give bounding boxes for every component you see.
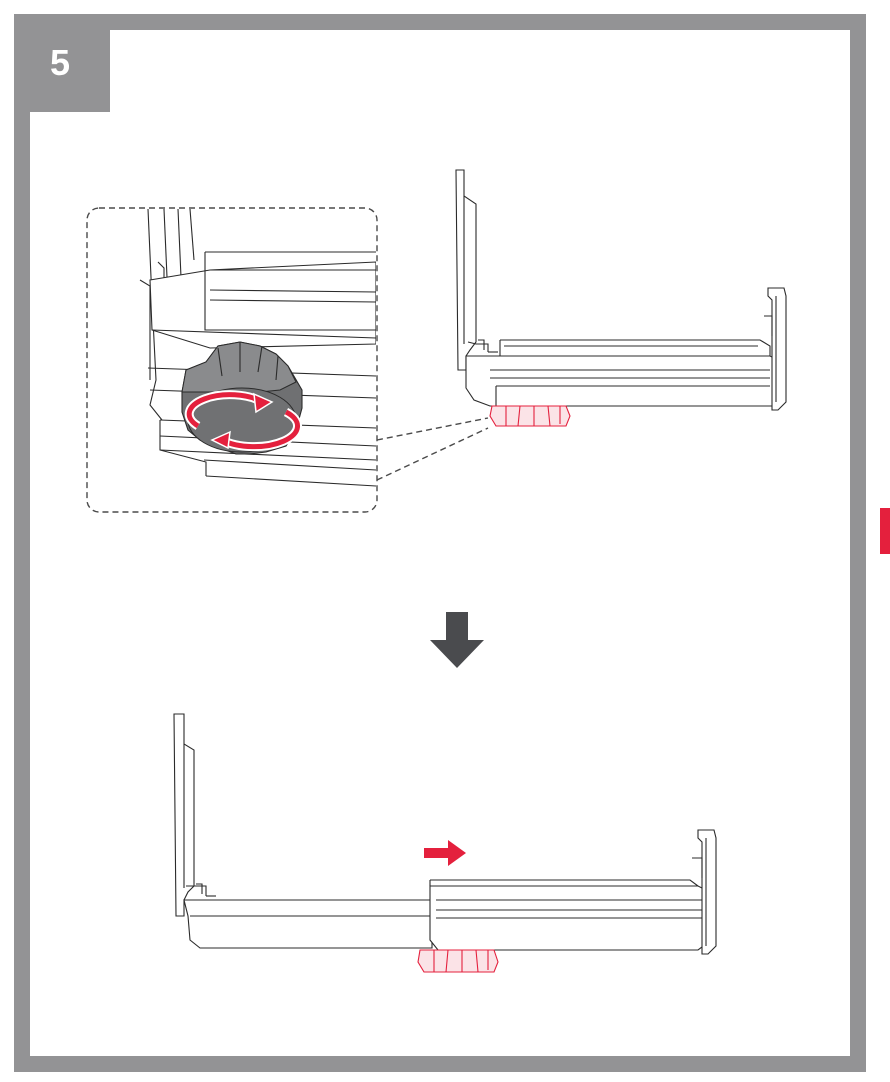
holder-extended bbox=[173, 713, 717, 973]
right-arrow-icon bbox=[424, 840, 466, 866]
holder-closed bbox=[455, 169, 787, 427]
detail-inset bbox=[86, 207, 489, 513]
knob-outline bbox=[489, 405, 571, 427]
knob-outline bbox=[417, 949, 499, 973]
step-number: 5 bbox=[49, 42, 71, 83]
rotate-icon bbox=[184, 390, 303, 452]
down-arrow-icon bbox=[430, 612, 484, 668]
section-tab bbox=[880, 508, 890, 554]
step-badge bbox=[14, 14, 110, 112]
